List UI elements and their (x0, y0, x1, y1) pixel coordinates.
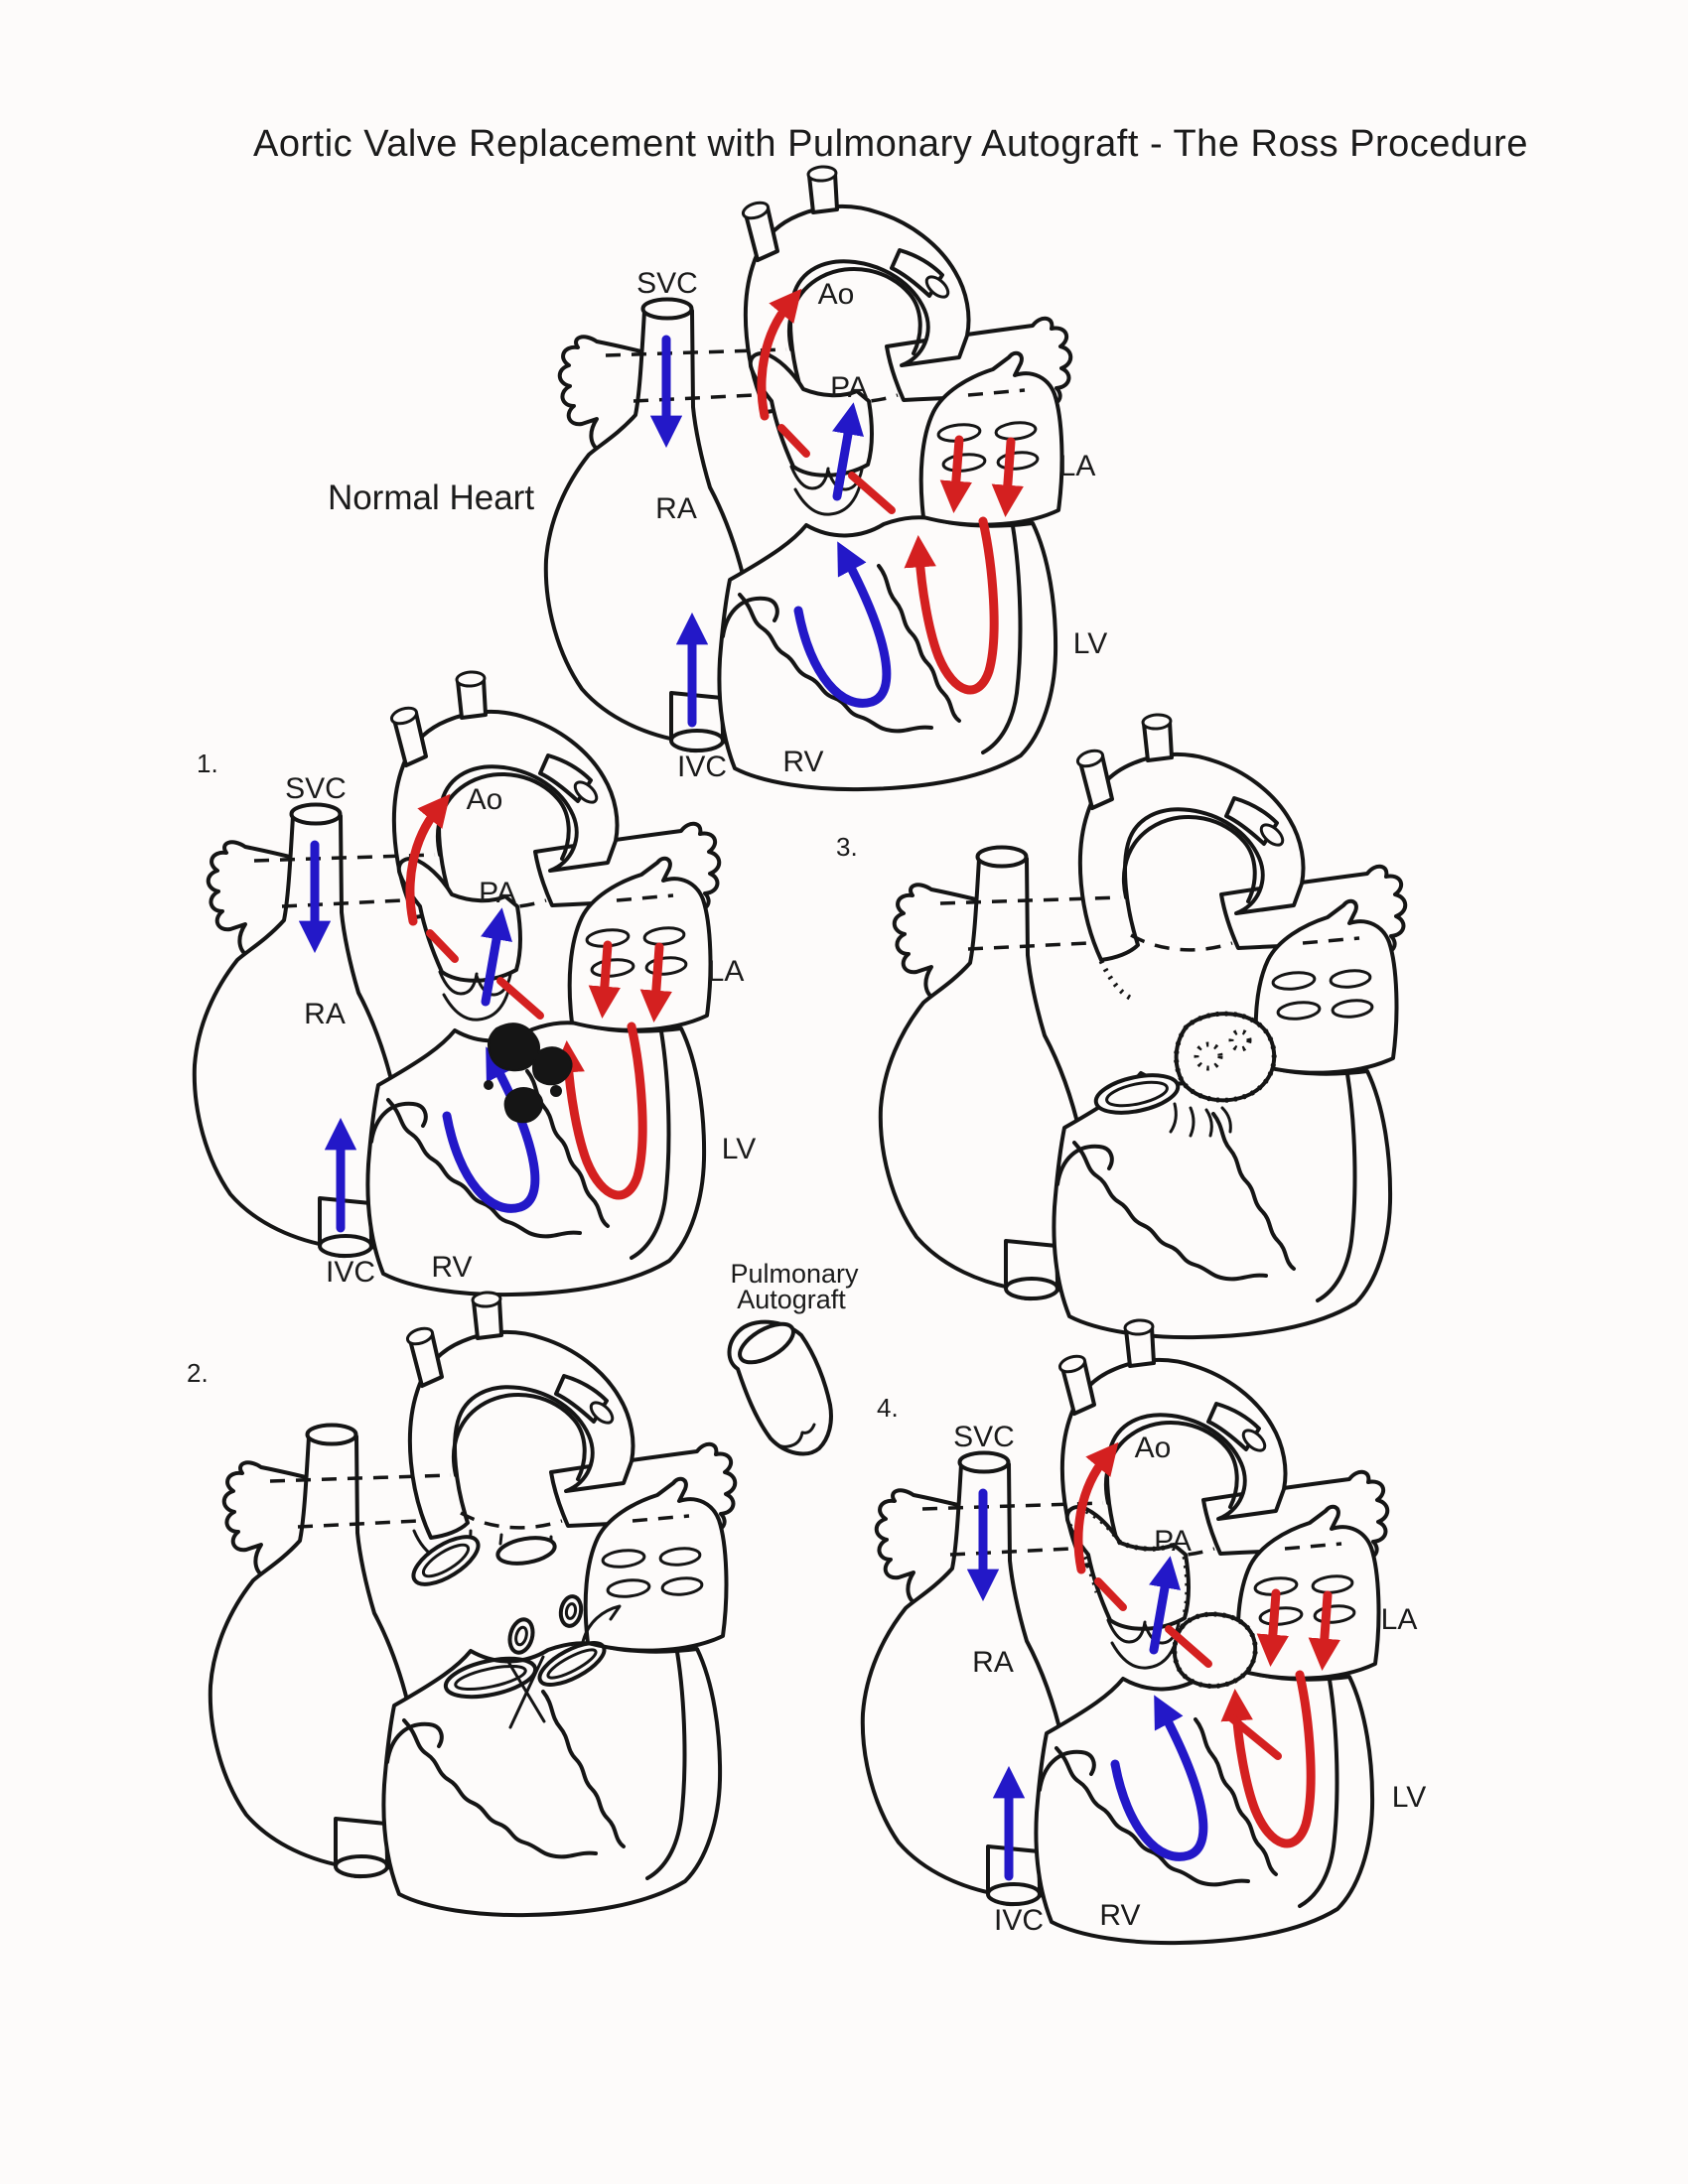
anatomy-labels: SVC Ao PA RA LA LV IVC RV (636, 267, 1107, 783)
label-svc: SVC (953, 1421, 1015, 1453)
autograft-callout: Pulmonary Autograft (727, 1259, 859, 1456)
transected-aorta-stump (411, 1529, 481, 1586)
diseased-aortic-valve (484, 1023, 573, 1124)
label-pa: PA (479, 877, 516, 909)
coronary-stumps (1169, 1102, 1232, 1138)
step-number-3: 3. (836, 832, 858, 862)
label-ra: RA (655, 492, 697, 525)
mitral-inflow-segment (1224, 1711, 1282, 1760)
label-svc: SVC (636, 267, 698, 300)
label-lv: LV (1392, 1781, 1426, 1814)
autograft-callout-line1: Pulmonary (730, 1259, 859, 1289)
label-la: LA (1381, 1603, 1418, 1636)
label-ao: Ao (467, 783, 503, 816)
pulmonary-harvest-site-ring (1093, 1073, 1181, 1115)
transected-pa-stump (495, 1533, 557, 1566)
heart-outline (543, 164, 1073, 792)
autograft-in-aortic-position (1098, 959, 1277, 1103)
step-number-4: 4. (877, 1393, 899, 1423)
label-rv: RV (1099, 1899, 1140, 1932)
caption-normal-heart: Normal Heart (328, 478, 534, 517)
label-pa: PA (1154, 1525, 1192, 1558)
autograft-callout-line2: Autograft (737, 1285, 846, 1314)
homograft-suture-lines (1066, 1508, 1191, 1619)
panel-step1: SVC Ao PA RA LA LV IVC RV (192, 669, 756, 1297)
label-lv: LV (1073, 627, 1107, 660)
label-ao: Ao (1135, 1432, 1172, 1464)
label-ivc: IVC (326, 1256, 375, 1289)
anatomy-labels: SVC Ao PA RA LA LV IVC RV (285, 772, 756, 1289)
anatomy-labels: SVC Ao PA RA LA LV IVC RV (953, 1421, 1426, 1937)
suture-line (1098, 959, 1132, 1001)
label-ivc: IVC (994, 1904, 1044, 1937)
panel-step4: SVC Ao PA RA LA LV IVC RV (860, 1317, 1426, 1946)
heart-outline (192, 669, 722, 1297)
step-number-1: 1. (197, 749, 218, 778)
figure-title: Aortic Valve Replacement with Pulmonary … (253, 123, 1528, 165)
excised-valves (443, 1594, 622, 1729)
label-pa: PA (830, 371, 868, 404)
label-la: LA (1059, 450, 1096, 482)
label-rv: RV (782, 746, 823, 778)
label-rv: RV (431, 1251, 472, 1284)
panel-step2 (208, 1290, 738, 1918)
panel-normal-heart: Normal Heart SVC Ao PA RA LA LV IVC RV (328, 164, 1107, 792)
coronary-button-suture (1194, 1041, 1223, 1071)
autograft-tube-drawing (727, 1319, 833, 1456)
label-la: LA (708, 955, 745, 988)
label-ra: RA (972, 1646, 1014, 1679)
label-ra: RA (304, 998, 346, 1030)
label-ivc: IVC (677, 751, 727, 783)
label-svc: SVC (285, 772, 347, 805)
heart-outline (208, 1290, 738, 1918)
label-lv: LV (722, 1133, 756, 1165)
coronary-button-suture (1228, 1028, 1252, 1052)
heart-outline (860, 1317, 1390, 1946)
panel-step3 (878, 712, 1408, 1340)
step-number-2: 2. (187, 1358, 209, 1388)
autograft-root-sutures (1172, 1611, 1258, 1689)
heart-outline (878, 712, 1408, 1340)
label-ao: Ao (818, 278, 855, 311)
